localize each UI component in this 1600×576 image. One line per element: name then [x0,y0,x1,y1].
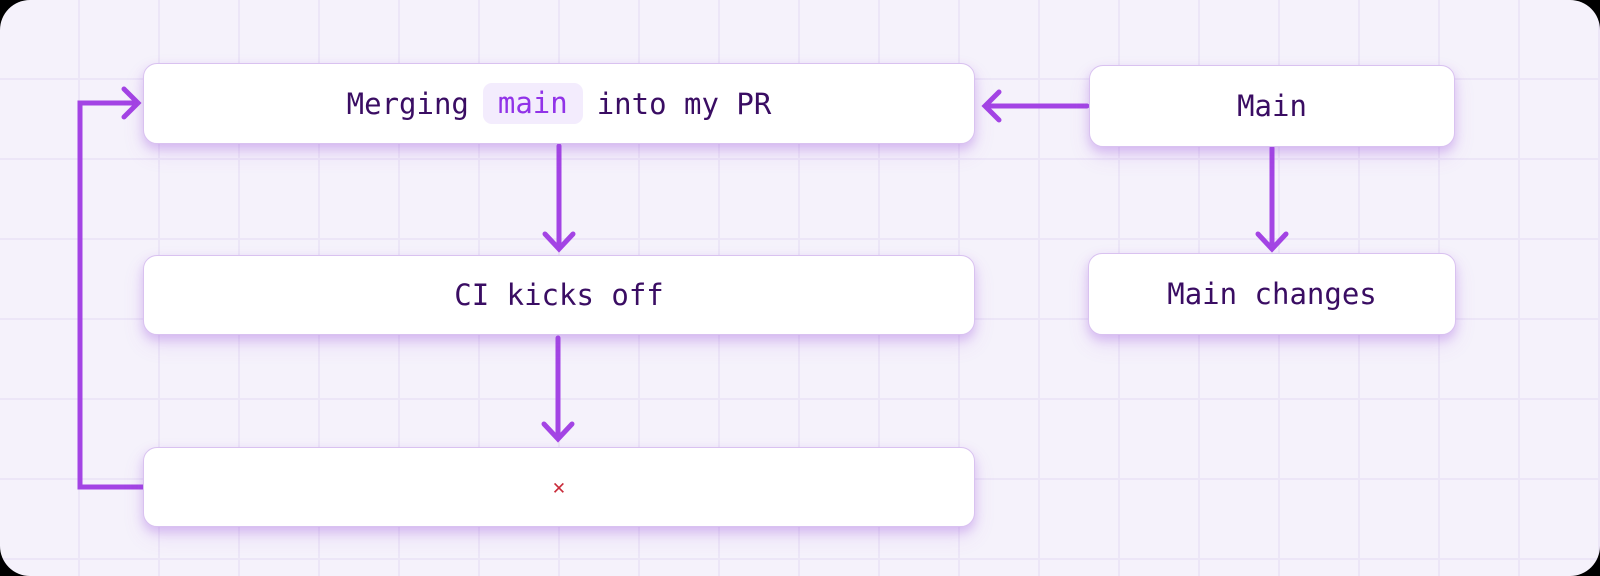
edge-failed-to-merge-arrow [77,86,146,490]
node-merging-main-into-pr: Merging main into my PR [143,63,975,144]
node-ci-kicks-off: CI kicks off [143,255,975,335]
node-main: Main [1089,65,1455,147]
node-label-suffix: into my PR [596,86,772,121]
node-main-changes: Main changes [1088,253,1456,335]
code-chip-main: main [482,82,583,125]
node-label: Main changes [1167,277,1377,311]
edge-main-to-changes-arrow [1255,145,1289,253]
node-ci-failed: ✕ [143,447,975,527]
edge-main-to-merge-arrow [981,89,1090,123]
node-label-prefix: Merging [346,86,469,121]
node-label: CI kicks off [454,278,664,312]
edge-merge-to-ci-arrow [542,143,576,253]
failed-x-icon: ✕ [552,475,566,499]
edge-ci-to-failed-arrow [541,335,575,443]
node-label: Main [1237,89,1307,123]
